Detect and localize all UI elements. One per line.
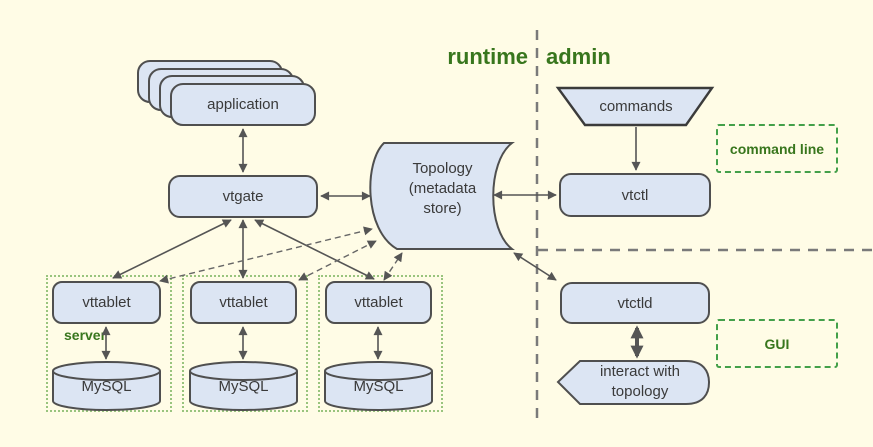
node-application-label: application (207, 96, 279, 113)
topology-label: Topology (metadata store) (408, 160, 477, 217)
annotation-gui: GUI (716, 319, 838, 368)
annotation-gui-label: GUI (764, 335, 790, 352)
node-vttablet-3-label: vttablet (354, 294, 403, 311)
mysql-label-2: MySQL (218, 378, 269, 395)
dashed-arrow-vttablet1-topology (159, 226, 373, 284)
arrow-vtgate-vttablet-3 (254, 219, 375, 280)
mysql-label-1: MySQL (81, 378, 132, 395)
node-vttablet-1-label: vttablet (82, 294, 131, 311)
node-vtctld: vtctld (560, 282, 710, 324)
node-vtgate-label: vtgate (222, 188, 264, 205)
section-label-admin: admin (546, 44, 611, 69)
commands-label: commands (599, 98, 673, 115)
annotation-command-line: command line (716, 124, 838, 173)
annotation-command-line-label: command line (729, 140, 825, 157)
node-vttablet-1: vttablet (52, 281, 161, 324)
node-vtctld-label: vtctld (617, 294, 653, 312)
arrow-vtgate-vttablet-1 (112, 219, 232, 279)
server-group-3 (318, 275, 443, 412)
node-application: application (170, 83, 316, 126)
node-vtctl-label: vtctl (621, 186, 649, 204)
interact-topology-label: interact with topology (599, 363, 681, 400)
node-vttablet-2-label: vttablet (219, 294, 268, 311)
server-group-label: server (64, 327, 107, 343)
node-vtctl: vtctl (559, 173, 711, 217)
node-vttablet-3: vttablet (325, 281, 432, 324)
mysql-label-3: MySQL (353, 378, 404, 395)
section-label-runtime: runtime (447, 44, 528, 69)
node-vtgate: vtgate (168, 175, 318, 218)
arrow-topology-vtctld (513, 252, 557, 281)
server-group-1 (46, 275, 172, 412)
node-vttablet-2: vttablet (190, 281, 297, 324)
